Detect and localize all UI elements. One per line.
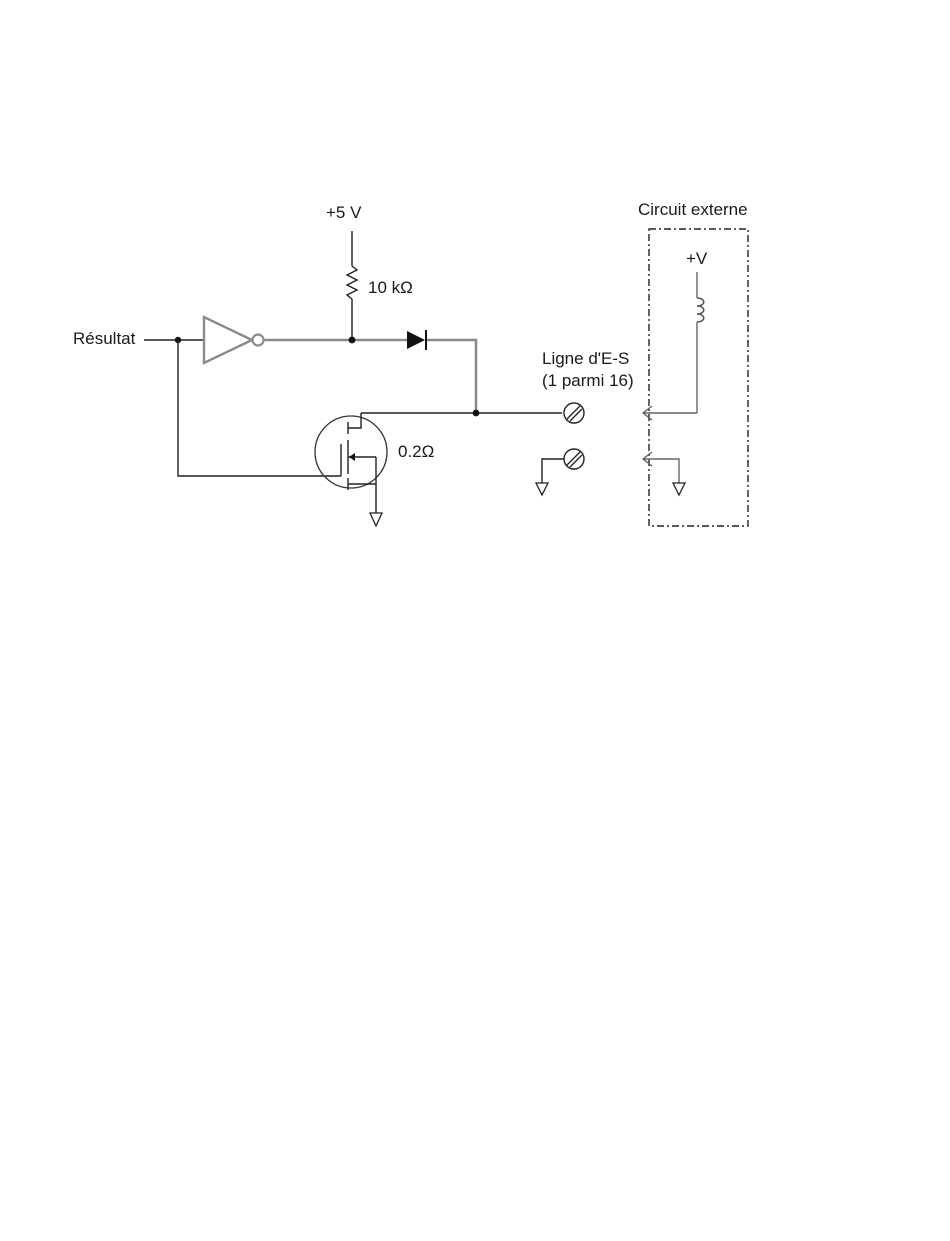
diode	[407, 330, 426, 350]
ground-terminal-screw	[564, 449, 584, 469]
label-external-supply: +V	[686, 249, 708, 268]
label-resistor-value: 10 kΩ	[368, 278, 413, 297]
pullup-resistor	[347, 231, 357, 340]
external-coil-icon	[697, 272, 704, 413]
label-fet-resistance: 0.2Ω	[398, 442, 434, 461]
gate-feedback-wire	[178, 340, 341, 476]
resistor-junction-dot	[349, 337, 356, 344]
mosfet-transistor	[315, 413, 387, 513]
label-io-line: Ligne d'E-S	[542, 349, 629, 368]
inverter-gate	[204, 317, 264, 363]
terminal-ground-wire	[542, 459, 564, 483]
label-io-line-count: (1 parmi 16)	[542, 371, 634, 390]
terminal-ground-icon	[536, 483, 548, 495]
io-terminal-screw	[564, 403, 584, 423]
mosfet-ground-icon	[370, 513, 382, 526]
external-circuit-box	[649, 229, 748, 526]
label-input-resultat: Résultat	[73, 329, 136, 348]
label-supply-5v: +5 V	[326, 203, 362, 222]
external-ground-icon	[673, 483, 685, 495]
label-external-circuit: Circuit externe	[638, 200, 748, 219]
diode-output-wire	[427, 340, 476, 413]
output-junction-dot	[473, 410, 480, 417]
